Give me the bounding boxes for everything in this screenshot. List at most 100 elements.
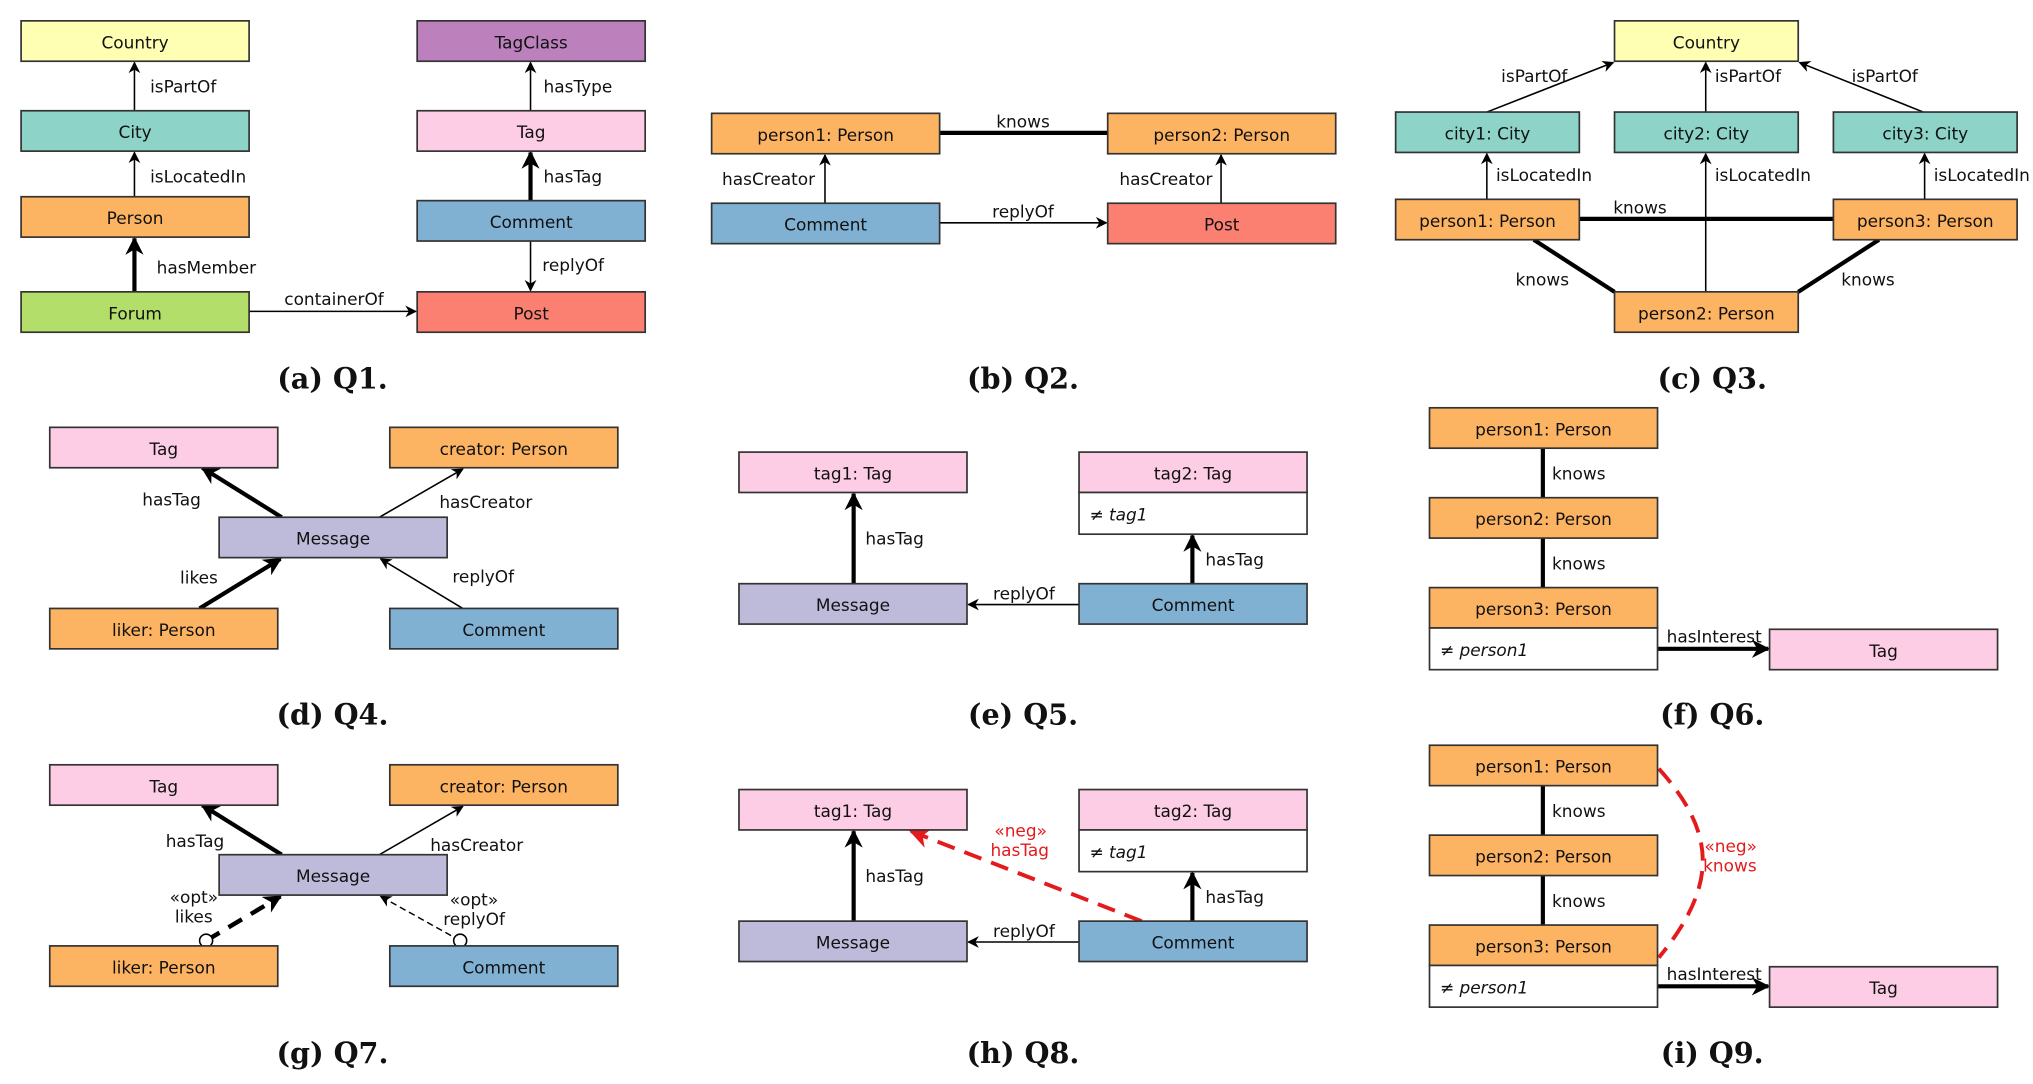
edge-city3-isPartOf-country — [1798, 61, 1924, 113]
node-box — [416, 109, 647, 152]
node-box — [1428, 586, 1659, 629]
node-tag2: tag2: Tag≠ tag1 — [1078, 451, 1308, 536]
node-box — [20, 195, 250, 238]
node-label: Person — [107, 208, 164, 228]
node-person2: person2: Person — [1428, 496, 1659, 539]
node-label: creator: Person — [440, 776, 568, 796]
captions-layer: (a) Q1.(b) Q2.(c) Q3.(d) Q4.(e) Q5.(f) Q… — [276, 361, 1766, 1070]
edge-liker-likes-message — [198, 557, 282, 611]
node-label: person3: Person — [1475, 599, 1612, 619]
edge-line — [200, 803, 283, 857]
node-city2: city2: City — [1613, 111, 1800, 154]
node-box — [416, 290, 647, 334]
node-label: Message — [296, 866, 370, 886]
node-comment: Comment — [388, 607, 619, 650]
edge-label: isPartOf — [1715, 66, 1782, 86]
edge-label: hasCreator — [1119, 169, 1212, 189]
node-box — [20, 109, 250, 152]
node-box — [20, 290, 250, 334]
node-box — [1428, 834, 1659, 877]
edge-line — [909, 828, 1143, 923]
edge-label: replyOf — [993, 583, 1056, 603]
edge-label: hasTag — [865, 866, 924, 886]
node-box — [1768, 628, 1999, 671]
edge-message-hasCreator-creator — [378, 468, 464, 518]
node-comment: Comment — [1078, 582, 1308, 625]
node-label: creator: Person — [440, 439, 568, 459]
edge-label: hasCreator — [430, 835, 523, 855]
node-label: Comment — [462, 620, 545, 640]
node-tag1: tag1: Tag — [738, 451, 968, 494]
constraint-box — [1428, 627, 1659, 671]
node-label: city1: City — [1445, 124, 1531, 144]
edge-label: isPartOf — [1501, 66, 1568, 86]
node-city3: city3: City — [1832, 111, 2018, 154]
edge-label: hasTag — [544, 166, 603, 186]
node-label: person3: Person — [1475, 937, 1612, 957]
constraint-label: ≠ tag1 — [1089, 842, 1147, 862]
edge-label: hasCreator — [439, 492, 532, 512]
node-liker: liker: Person — [48, 607, 279, 650]
node-label: city3: City — [1882, 124, 1968, 144]
node-creator: creator: Person — [388, 763, 619, 807]
edge-label: hasInterest — [1667, 964, 1762, 984]
node-label: Post — [513, 303, 549, 323]
node-label: Tag — [148, 439, 178, 459]
node-box — [738, 451, 968, 494]
node-label: TagClass — [494, 32, 568, 52]
node-comment: Comment — [710, 202, 941, 245]
edge-label: knows — [1552, 801, 1606, 821]
edge-label: isLocatedIn — [1496, 165, 1592, 185]
node-box — [48, 607, 279, 650]
node-label: Comment — [462, 957, 545, 977]
node-tag1: tag1: Tag — [738, 788, 968, 831]
node-box — [1832, 111, 2018, 154]
node-box — [1768, 965, 1999, 1008]
node-label: Tag — [1868, 641, 1898, 661]
node-box — [388, 945, 619, 988]
edge-label: likes — [180, 568, 218, 588]
edge-label: hasTag — [990, 840, 1049, 860]
panel-a: CountryCityPersonForumTagClassTagComment… — [20, 19, 647, 334]
edge-stereotype: «neg» — [1704, 836, 1757, 856]
node-person2: person2: Person — [1428, 834, 1659, 877]
node-post: Post — [416, 290, 647, 334]
node-box — [1394, 198, 1581, 241]
constraint-label: ≠ person1 — [1440, 640, 1528, 660]
node-person3: person3: Person ≠ person1 — [1428, 586, 1659, 671]
node-label: person2: Person — [1475, 509, 1612, 529]
edge-label: hasTag — [865, 529, 924, 549]
node-tag2: tag2: Tag≠ tag1 — [1078, 788, 1308, 873]
node-label: liker: Person — [112, 957, 216, 977]
node-label: Country — [1673, 32, 1740, 52]
edge-label: hasType — [544, 77, 613, 97]
edge-stereotype: «opt» — [170, 887, 218, 907]
edge-label: replyOf — [993, 921, 1056, 941]
node-box — [218, 516, 448, 559]
node-person3: person3: Person — [1832, 198, 2018, 241]
edge-label: isPartOf — [150, 77, 217, 97]
node-tag: Tag — [48, 763, 279, 807]
node-message: Message — [738, 582, 968, 625]
edge-message-hasCreator-creator — [378, 805, 464, 856]
edge-label: hasInterest — [1667, 626, 1762, 646]
panel-caption-a: (a) Q1. — [277, 361, 388, 395]
node-box — [710, 112, 941, 155]
edge-label: replyOf — [992, 202, 1055, 222]
edge-label: containerOf — [284, 289, 385, 309]
edge-line — [1798, 61, 1924, 113]
node-box — [218, 853, 448, 896]
node-person: Person — [20, 195, 250, 238]
node-comment: Comment — [1078, 920, 1308, 963]
constraint-box — [1428, 964, 1659, 1008]
node-box — [1106, 112, 1337, 155]
edge-comment-hasTag-tag1 — [909, 828, 1143, 923]
node-label: person2: Person — [1638, 303, 1775, 323]
panel-caption-e: (e) Q5. — [968, 697, 1078, 731]
edge-label: isPartOf — [1852, 66, 1919, 86]
edge-line — [1532, 237, 1616, 294]
panel-caption-f: (f) Q6. — [1660, 697, 1764, 731]
